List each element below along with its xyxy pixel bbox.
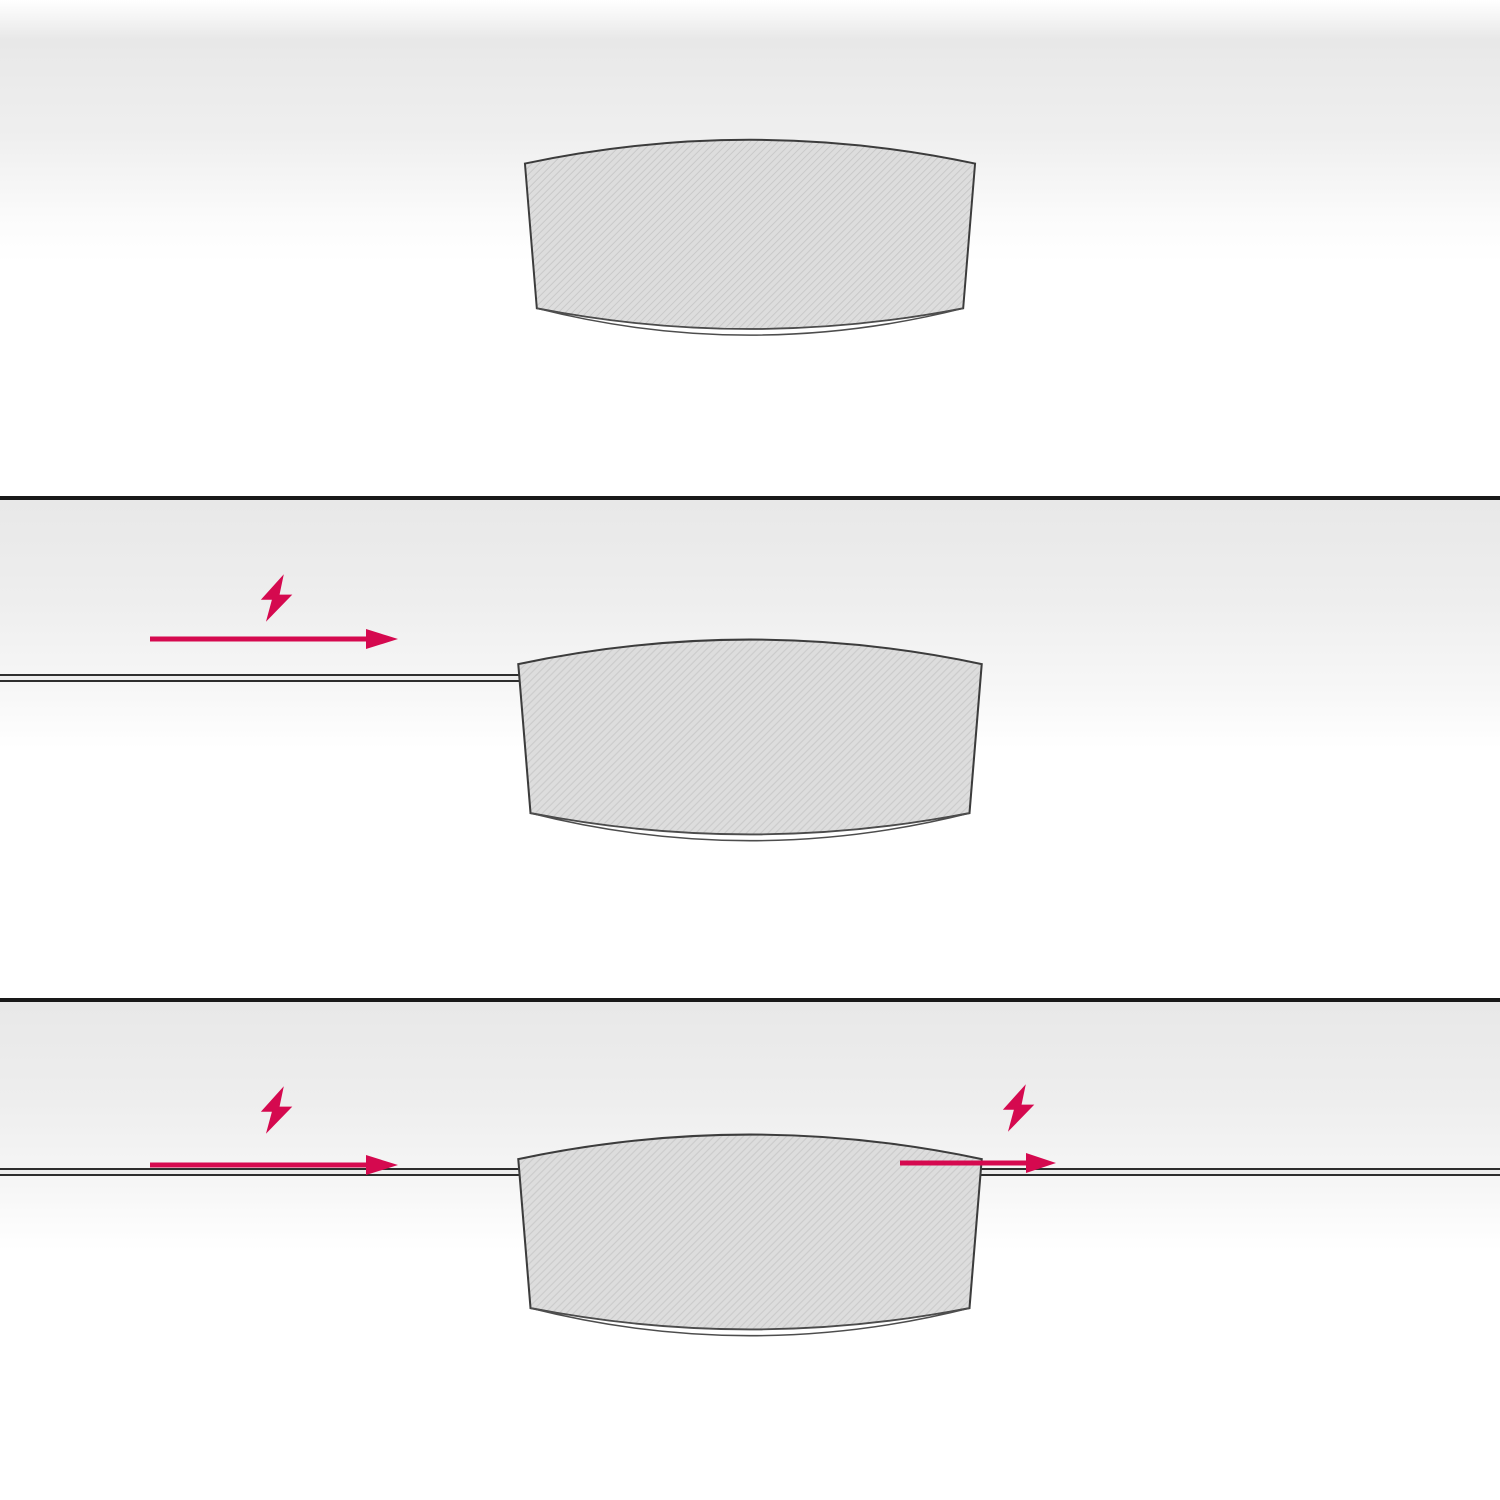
panel-lamp-cable-in xyxy=(0,500,1500,998)
arrow-right-icon xyxy=(900,1153,1056,1173)
lightning-bolt-icon xyxy=(1002,1084,1035,1132)
drum-lampshade xyxy=(517,638,983,842)
power-cable-left xyxy=(0,674,750,682)
panel-separator xyxy=(0,496,1500,500)
panel-lamp-plain xyxy=(0,0,1500,496)
arrow-right-icon xyxy=(150,1155,398,1175)
arrow-right-icon xyxy=(150,629,398,649)
drum-lampshade xyxy=(523,138,977,337)
panel-lamp-cable-through xyxy=(0,1002,1500,1500)
panel-separator xyxy=(0,998,1500,1002)
lightning-bolt-icon xyxy=(260,574,293,622)
drum-lampshade xyxy=(517,1133,983,1337)
lightning-bolt-icon xyxy=(260,1086,293,1134)
